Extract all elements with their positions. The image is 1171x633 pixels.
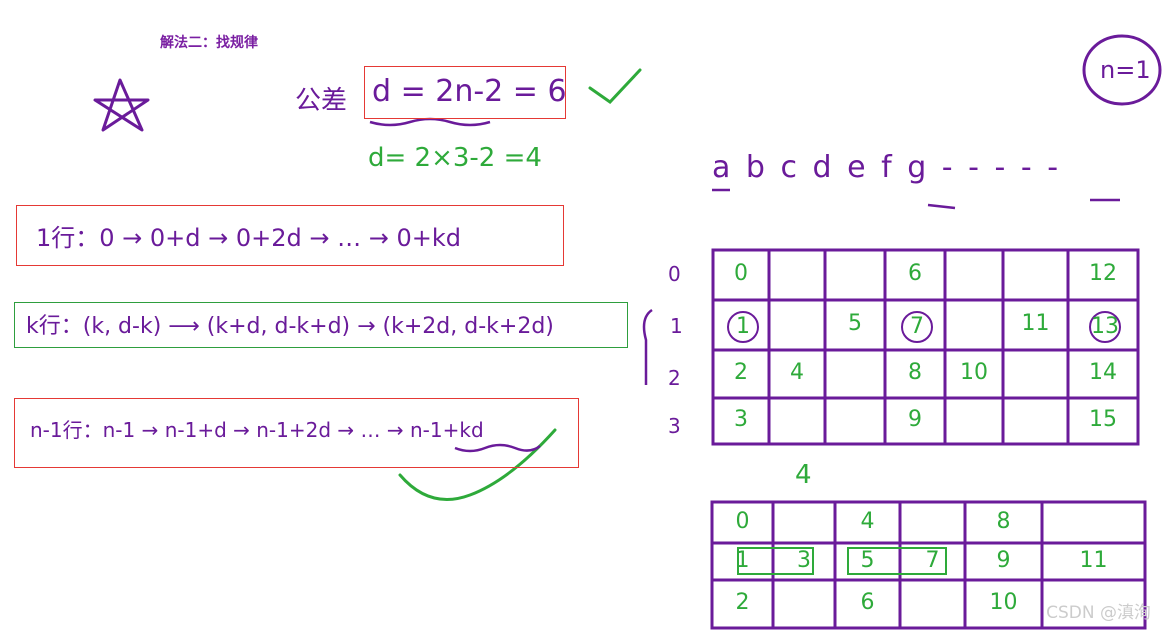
row-k-box bbox=[14, 302, 628, 348]
grid-one-row-label-1: 1 bbox=[670, 314, 683, 338]
check-mark-top bbox=[588, 68, 642, 104]
grid-one-cell: 11 bbox=[1021, 311, 1050, 336]
grid-one-cell: 8 bbox=[908, 360, 922, 385]
formula-prefix: 公差 bbox=[295, 86, 348, 116]
row-first-text: 1行：0 → 0+d → 0+2d → … → 0+kd bbox=[36, 224, 462, 252]
formula-example: d= 2×3-2 =4 bbox=[368, 143, 542, 173]
row-last-box bbox=[14, 398, 579, 468]
grid-one-cell: 9 bbox=[908, 407, 922, 432]
grid-one-cell: 10 bbox=[960, 360, 988, 385]
grid-two-cell: 4 bbox=[860, 508, 875, 534]
grid-one-cell: 6 bbox=[908, 261, 922, 286]
row-last-text: n-1行：n-1 → n-1+d → n-1+2d → … → n-1+kd bbox=[30, 418, 484, 442]
brace bbox=[642, 308, 653, 385]
grid-two-cell: 7 bbox=[925, 547, 940, 573]
grid-one-row-label-2: 2 bbox=[668, 366, 681, 390]
grid-two-cell: 6 bbox=[860, 590, 875, 615]
grid-one-cell: 14 bbox=[1089, 360, 1117, 385]
grid-two-cell: 10 bbox=[989, 590, 1018, 615]
row-k-text: k行：(k, d-k) ⟶ (k+d, d-k+d) → (k+2d, d-k+… bbox=[26, 314, 554, 339]
grid-one bbox=[711, 248, 1140, 446]
grid-one-cell: 1 bbox=[727, 311, 759, 343]
grid-two-box-5-7 bbox=[847, 547, 947, 575]
grid-one-row-label-0: 0 bbox=[668, 262, 681, 286]
grid-two-box-1-3 bbox=[737, 547, 814, 575]
watermark: CSDN @滇洵 bbox=[1046, 603, 1151, 623]
grid-two-cell: 1 bbox=[735, 547, 750, 573]
grid-one-cell: 2 bbox=[734, 360, 748, 385]
grid-one-row-label-3: 3 bbox=[668, 414, 681, 438]
grid-one-cell: 12 bbox=[1089, 261, 1117, 286]
grid-two-cell: 5 bbox=[860, 547, 875, 573]
star-doodle bbox=[93, 78, 150, 132]
underline-g bbox=[927, 203, 956, 210]
grid-one-cell: 0 bbox=[734, 261, 748, 286]
grid-two bbox=[710, 500, 1147, 630]
grid-one-cell: 7 bbox=[901, 311, 933, 343]
letter-sequence: a b c d e f g - - - - - bbox=[712, 150, 1062, 185]
grid-two-cell: 0 bbox=[735, 508, 750, 534]
formula-box bbox=[364, 66, 566, 119]
n-label-circle bbox=[1082, 34, 1162, 106]
grid-one-cell: 15 bbox=[1089, 407, 1117, 432]
grid-two-cell: 3 bbox=[797, 547, 811, 573]
grid-two-cell: 2 bbox=[735, 590, 750, 615]
formula-main: d = 2n-2 = 6 bbox=[372, 74, 567, 109]
row-first-box bbox=[16, 205, 564, 266]
n-label: n=1 bbox=[1100, 56, 1151, 84]
squiggle-underline bbox=[369, 117, 491, 127]
grid-one-cell: 3 bbox=[734, 407, 748, 432]
grid-two-cell: 11 bbox=[1079, 547, 1108, 573]
grid-one-cell: 13 bbox=[1089, 311, 1121, 343]
grid-two-cell: 8 bbox=[996, 508, 1011, 534]
squiggle-underline-2 bbox=[454, 443, 541, 453]
grid-two-cell: 9 bbox=[996, 547, 1011, 573]
page-title: 解法二：找规律 bbox=[160, 35, 258, 51]
check-mark-bottom bbox=[398, 428, 557, 501]
grid-one-cell: 5 bbox=[848, 311, 862, 336]
grid-two-label: 4 bbox=[795, 460, 812, 490]
grid-one-cell: 4 bbox=[790, 360, 804, 385]
